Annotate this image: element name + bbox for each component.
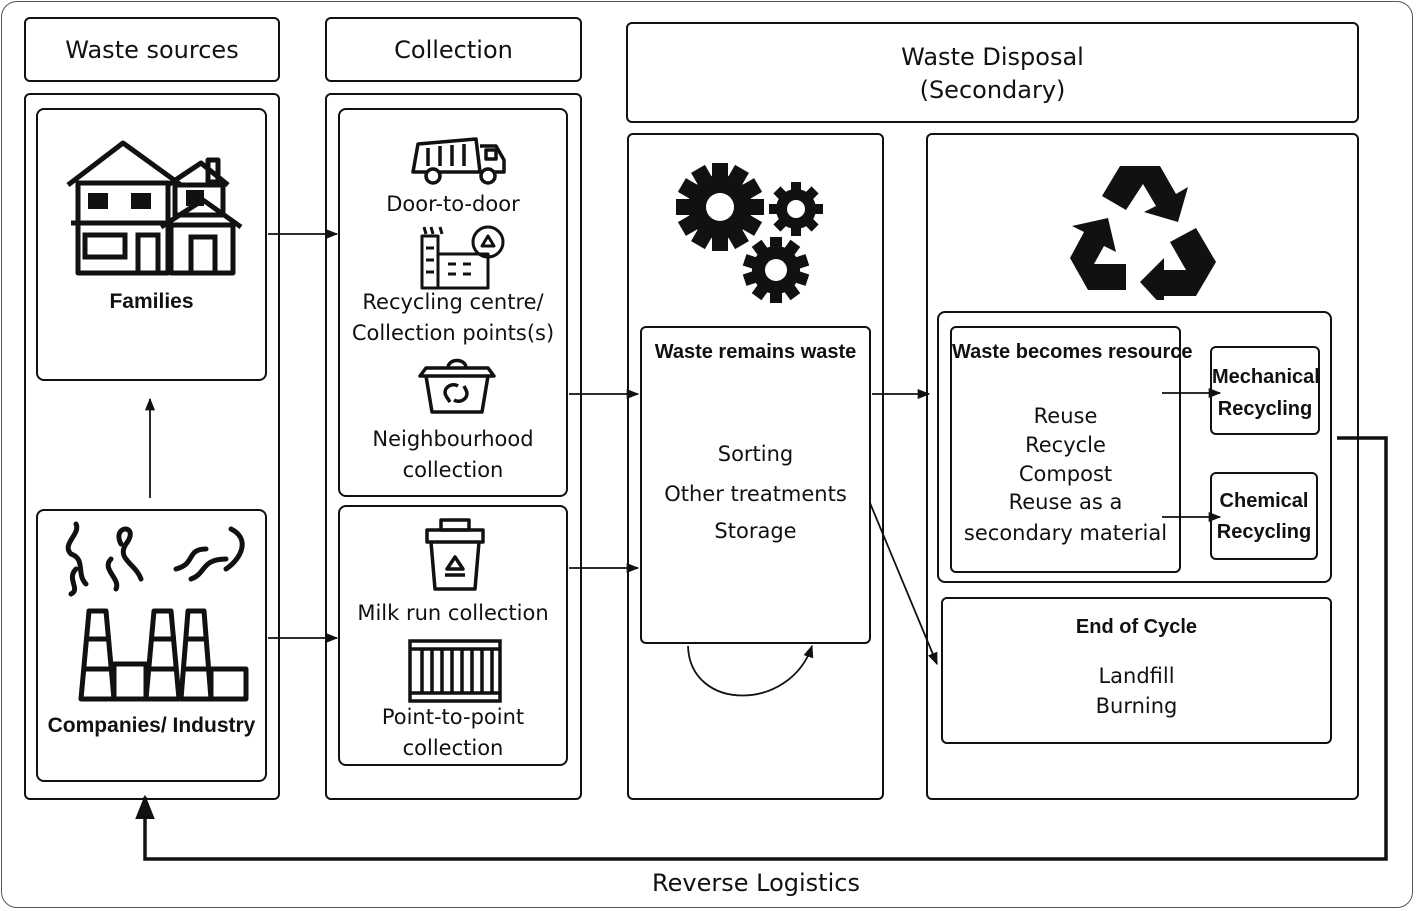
collection-header: Collection bbox=[325, 17, 582, 82]
gears-icon bbox=[676, 163, 823, 303]
treatment-other: Other treatments bbox=[664, 482, 847, 506]
waste-disposal-subtitle: (Secondary) bbox=[919, 76, 1066, 104]
reverse-logistics-label: Reverse Logistics bbox=[652, 869, 860, 897]
point-to-point-label-2: collection bbox=[402, 736, 504, 760]
waste-remains-title: Waste remains waste bbox=[654, 341, 857, 363]
recycling-centre-label-2: Collection points(s) bbox=[351, 321, 555, 345]
waste-disposal-title: Waste Disposal bbox=[901, 43, 1084, 71]
house-icon bbox=[66, 140, 243, 276]
mechanical-recycling-box: Mechanical Recycling bbox=[1210, 346, 1320, 435]
chemical-recycling-box: Chemical Recycling bbox=[1210, 472, 1318, 560]
arrow-storage-loop bbox=[687, 644, 814, 697]
treatment-sorting: Sorting bbox=[717, 442, 794, 466]
point-to-point-label-1: Point-to-point bbox=[381, 705, 525, 729]
household-collection-box: Door-to-door Recycling centre/ Collectio… bbox=[338, 108, 568, 497]
waste-resource-title: Waste becomes resource bbox=[952, 341, 1193, 363]
recycle-symbol-icon bbox=[1070, 166, 1216, 300]
treatment-storage: Storage bbox=[714, 519, 797, 543]
chemical-label-1: Chemical bbox=[1219, 490, 1309, 512]
companies-box: Companies/ Industry bbox=[36, 509, 267, 782]
shipping-container-icon bbox=[408, 639, 502, 703]
garbage-truck-icon bbox=[411, 137, 506, 185]
end-burning: Burning bbox=[1095, 694, 1178, 718]
industry-collection-box: Milk run collection Point-to-point colle… bbox=[338, 505, 568, 766]
waste-sources-title: Waste sources bbox=[65, 36, 239, 64]
waste-resource-box: Waste becomes resource Reuse Recycle Com… bbox=[950, 326, 1193, 573]
resource-reuse: Reuse bbox=[1033, 404, 1098, 428]
waste-disposal-header: Waste Disposal (Secondary) bbox=[626, 22, 1359, 123]
waste-sources-header: Waste sources bbox=[24, 17, 280, 82]
end-landfill: Landfill bbox=[1098, 664, 1175, 688]
resource-recycle: Recycle bbox=[1025, 433, 1106, 457]
dumpster-icon bbox=[418, 358, 496, 414]
recycle-bin-icon bbox=[425, 518, 485, 591]
end-of-cycle-title: End of Cycle bbox=[1075, 616, 1198, 638]
resource-reuse-secondary-1: Reuse as a bbox=[1008, 490, 1123, 514]
resource-reuse-secondary-2: secondary material bbox=[963, 521, 1168, 545]
neighbourhood-label-1: Neighbourhood bbox=[372, 427, 534, 451]
mechanical-label-2: Recycling bbox=[1217, 398, 1313, 420]
arrow-reverse-logistics bbox=[135, 436, 1388, 861]
factory-icon bbox=[65, 521, 249, 702]
families-box: Families bbox=[36, 108, 267, 381]
neighbourhood-label-2: collection bbox=[402, 458, 504, 482]
recycling-centre-label-1: Recycling centre/ bbox=[362, 290, 544, 314]
recycling-building-icon bbox=[420, 225, 505, 290]
collection-title: Collection bbox=[394, 36, 513, 64]
mechanical-label-1: Mechanical bbox=[1212, 366, 1320, 388]
end-of-cycle-box: End of Cycle Landfill Burning bbox=[941, 597, 1332, 744]
door-to-door-label: Door-to-door bbox=[386, 192, 520, 216]
chemical-label-2: Recycling bbox=[1216, 521, 1312, 543]
milk-run-label: Milk run collection bbox=[357, 601, 549, 625]
arrow-treatment-to-end-of-cycle bbox=[869, 502, 938, 666]
waste-remains-box: Waste remains waste Sorting Other treatm… bbox=[640, 326, 871, 644]
families-label: Families bbox=[109, 290, 194, 313]
resource-compost: Compost bbox=[1018, 462, 1113, 486]
companies-label: Companies/ Industry bbox=[47, 714, 256, 737]
